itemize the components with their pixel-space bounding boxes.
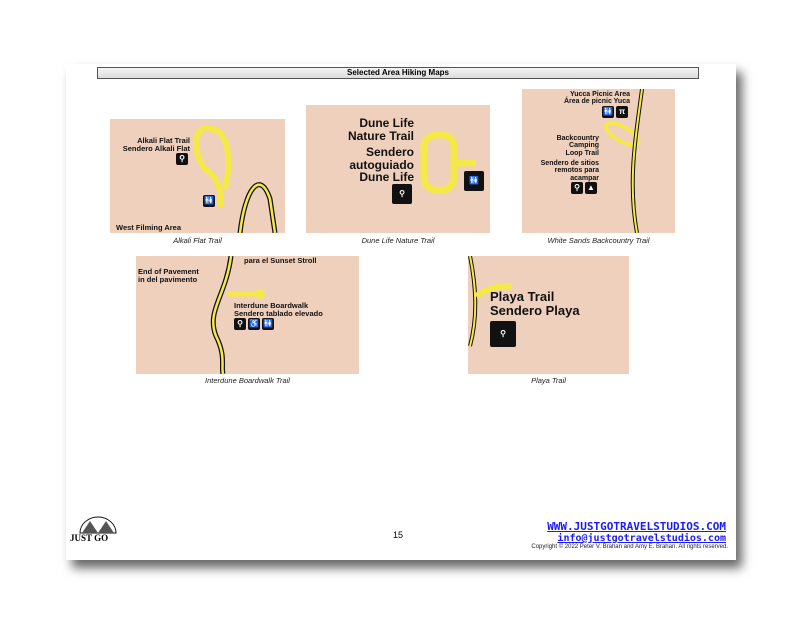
map-label: Nature Trail — [347, 128, 414, 143]
map-label: Sendero Playa — [490, 302, 580, 318]
restroom-icon: 🚻 — [203, 195, 215, 207]
restroom-icon: 🚻 — [262, 317, 274, 330]
map-label: Sendero Alkali Flat — [122, 143, 190, 153]
map-caption: White Sands Backcountry Trail — [547, 236, 650, 245]
map-label: Alkali Flat Trail — [137, 136, 190, 145]
picnic-icon: π — [616, 105, 628, 118]
page-number: 15 — [393, 530, 404, 540]
map-label: Yucca Picnic Area — [569, 91, 630, 98]
just-go-logo: JUST GO — [68, 513, 130, 545]
map-label: End of Pavement — [138, 267, 199, 276]
accessible-icon: ♿ — [248, 317, 260, 330]
map-label: Dune Life — [359, 170, 414, 185]
hiker-icon: ⚲ — [176, 152, 188, 165]
restroom-icon: 🚻 — [464, 171, 484, 191]
section-header: Selected Area Hiking Maps — [97, 67, 699, 79]
map-caption: Dune Life Nature Trail — [361, 236, 435, 245]
camping-icon: ▲ — [585, 182, 597, 195]
email-link[interactable]: info@justgotravelstudios.com — [557, 533, 726, 544]
map-label: remotos para — [554, 167, 599, 175]
map-caption: Interdune Boardwalk Trail — [205, 376, 290, 385]
map-label: Camping — [569, 142, 599, 150]
nature-trail-icon: ⚲ — [392, 183, 412, 204]
svg-text:JUST GO: JUST GO — [70, 533, 108, 543]
map-label: in del pavimento — [138, 274, 198, 284]
map-label: Sendero tablado elevado — [234, 308, 323, 318]
map-label: Sendero — [365, 145, 414, 160]
map-label: Dune Life — [359, 116, 414, 130]
map-label: Interdune Boardwalk — [234, 301, 309, 310]
map-label: Backcountry — [556, 135, 599, 142]
nature-trail-icon: ⚲ — [234, 317, 246, 330]
map-label: West Filming Area — [116, 223, 182, 232]
map-label: Área de picnic Yuca — [563, 98, 630, 106]
restroom-icon: 🚻 — [602, 105, 614, 118]
map-caption: Playa Trail — [531, 376, 566, 385]
map-label: Playa Trail — [490, 289, 555, 304]
map-label: autoguiado — [349, 157, 414, 172]
map-label: acampar — [570, 174, 599, 182]
map-label: Sendero de sitios — [540, 160, 599, 168]
nature-trail-icon: ⚲ — [490, 321, 516, 348]
copyright: Copyright © 2022 Peter V. Brahan and Amy… — [531, 544, 728, 550]
website-link[interactable]: WWW.JUSTGOTRAVELSTUDIOS.COM — [547, 520, 726, 533]
hiker-icon: ⚲ — [571, 182, 583, 195]
map-caption: Alkali Flat Trail — [173, 236, 222, 245]
map-label: Loop Trail — [565, 149, 599, 157]
map-label: para el Sunset Stroll — [244, 256, 317, 265]
